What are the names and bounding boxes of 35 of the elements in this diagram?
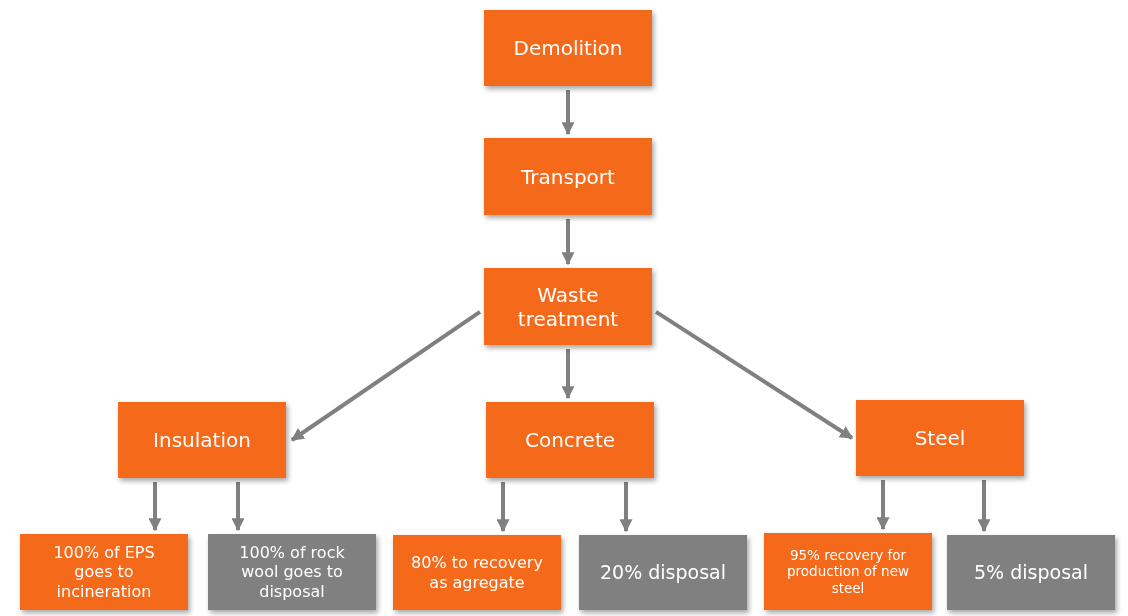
process-box bbox=[484, 268, 652, 345]
process-box bbox=[484, 138, 652, 215]
box-label: Concrete bbox=[524, 428, 616, 452]
arrow bbox=[619, 482, 633, 533]
box-label: 100% of EPS goes to incineration bbox=[52, 543, 156, 601]
arrow bbox=[496, 482, 510, 533]
process-box bbox=[856, 400, 1024, 476]
arrow bbox=[876, 480, 890, 531]
disposal-box bbox=[947, 535, 1115, 610]
process-box bbox=[484, 10, 652, 86]
arrow bbox=[290, 310, 482, 442]
box-label: 80% to recovery as agregate bbox=[410, 553, 544, 592]
box-label: 95% recovery for production of new steel bbox=[786, 547, 910, 596]
arrow bbox=[231, 482, 245, 532]
arrow bbox=[977, 480, 991, 533]
process-box bbox=[20, 534, 188, 610]
process-box bbox=[118, 402, 286, 478]
process-box bbox=[764, 533, 932, 610]
box-label: Demolition bbox=[513, 36, 623, 60]
arrow bbox=[654, 310, 854, 440]
arrow bbox=[561, 349, 575, 400]
box-label: 5% disposal bbox=[974, 561, 1088, 584]
process-box bbox=[486, 402, 654, 478]
arrow bbox=[148, 482, 162, 532]
box-label: Transport bbox=[521, 164, 615, 189]
arrow bbox=[561, 219, 575, 266]
process-box bbox=[393, 535, 561, 610]
box-label: 100% of rock wool goes to disposal bbox=[238, 543, 346, 601]
box-label: Insulation bbox=[153, 428, 251, 452]
disposal-box bbox=[579, 535, 747, 610]
box-label: 20% disposal bbox=[600, 561, 726, 584]
arrow bbox=[561, 90, 575, 136]
box-label: Steel bbox=[914, 426, 966, 450]
disposal-box bbox=[208, 534, 376, 610]
box-label: Waste treatment bbox=[516, 282, 620, 331]
